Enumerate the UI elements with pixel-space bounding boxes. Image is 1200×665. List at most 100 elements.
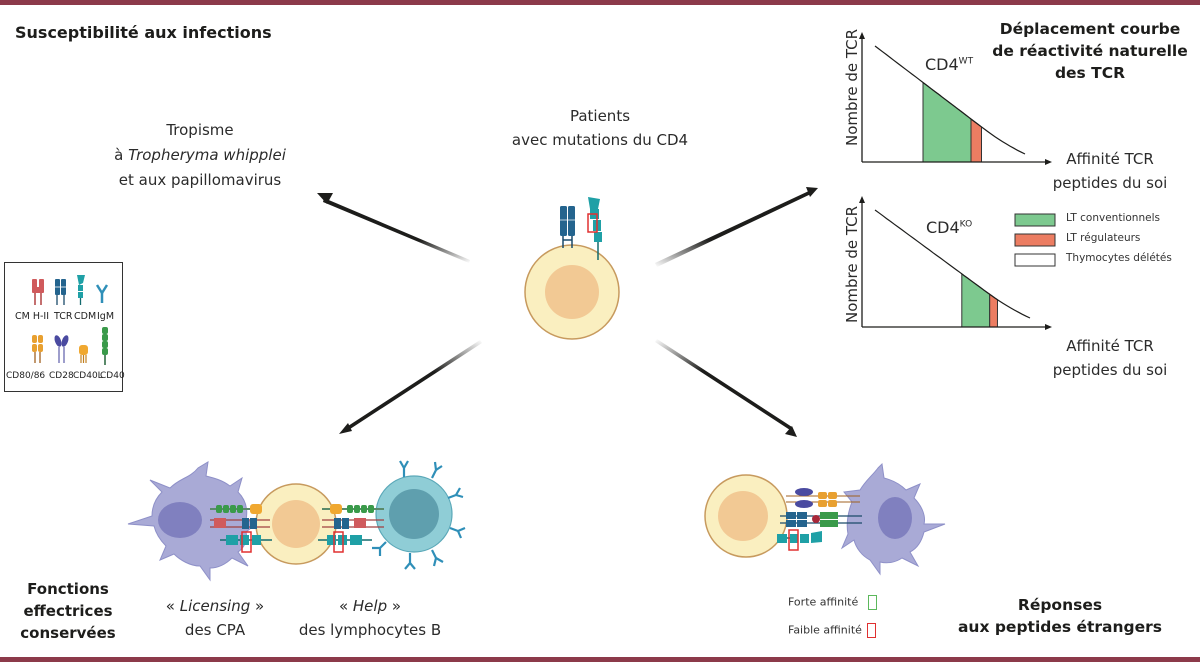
section-title-tcr-reactivity: Déplacement courbe de réactivité naturel… <box>985 18 1195 84</box>
chart-ko-ylabel: Nombre de TCR <box>843 205 861 323</box>
legend-label-cd40: CD40 <box>100 371 125 381</box>
chart-title-sup: WT <box>958 56 974 67</box>
red-box-icon <box>867 623 877 638</box>
tropism-line: à Tropheryma whipplei <box>100 143 300 168</box>
igm-receptors <box>372 460 466 570</box>
help-line: des lymphocytes B <box>298 621 442 639</box>
mutation-marker <box>241 531 252 553</box>
xlabel-line: Affinité TCR <box>1066 337 1154 355</box>
b-cell-right <box>372 460 466 570</box>
help-line: « Help » <box>285 594 455 618</box>
cd28-icon <box>54 335 69 363</box>
arrow-to-infections <box>317 193 470 263</box>
chart-ko-title: CD4KO <box>926 218 972 237</box>
chart-legend <box>1014 213 1056 267</box>
cd80-86-icon <box>32 335 43 363</box>
chart-region-conventional <box>961 272 991 328</box>
quote-close: » <box>250 597 265 615</box>
legend-label-cdm: CDM <box>74 311 97 322</box>
peptide-icon <box>812 515 820 523</box>
synapse-right <box>318 504 384 553</box>
chart-legend-label-conv: LT conventionnels <box>1066 212 1160 224</box>
chart-wt-title: CD4WT <box>925 55 973 74</box>
title-line: conservées <box>20 624 116 642</box>
bottom-border <box>0 657 1200 662</box>
tropism-prefix: à <box>114 146 129 164</box>
chart-region-regulatory <box>970 117 982 163</box>
legend-label-cd28: CD28 <box>49 371 74 381</box>
licensing-line: des CPA <box>184 621 246 639</box>
cd4-icon <box>77 275 85 305</box>
chart-title-text: CD4 <box>926 218 960 237</box>
chart-region-conventional <box>922 81 972 163</box>
legend-strong-label: Forte affinité <box>788 595 859 609</box>
igm-icon <box>95 284 109 303</box>
xlabel-line: Affinité TCR <box>1066 150 1154 168</box>
xlabel-line: peptides du soi <box>1052 361 1168 379</box>
quote-open: « <box>165 597 180 615</box>
licensing-line: « Licensing » <box>150 594 280 618</box>
dendritic-cell-right <box>840 462 946 576</box>
tropism-line: Tropisme <box>166 121 234 139</box>
section-title-infections: Susceptibilité aux infections <box>15 23 272 42</box>
chart-title-sup: KO <box>959 219 973 230</box>
legend-label-cd80: CD80/86 <box>6 371 46 381</box>
help-label: « Help » des lymphocytes B <box>285 594 455 642</box>
chart-wt-ylabel: Nombre de TCR <box>843 28 861 146</box>
tropism-line: et aux papillomavirus <box>118 171 282 189</box>
quote-close: » <box>387 597 402 615</box>
dendritic-cell-left <box>127 461 257 582</box>
cd4-icon <box>587 197 602 260</box>
legend-weak-affinity: Faible affinité <box>788 623 877 638</box>
green-box-icon <box>867 595 877 610</box>
chart-ko-xlabel: Affinité TCR peptides du soi <box>1045 334 1175 382</box>
synapse-left <box>210 504 272 553</box>
legend-label-cd40l: CD40L <box>73 371 103 381</box>
chart-legend-swatch <box>1014 253 1056 267</box>
title-line: aux peptides étrangers <box>957 618 1163 636</box>
center-label-line: Patients <box>569 107 631 125</box>
legend-strong-affinity: Forte affinité <box>788 595 877 610</box>
synapse-bottom-right <box>777 488 862 551</box>
chart-cd4-ko <box>859 196 1052 330</box>
licensing-word: Licensing <box>179 597 251 615</box>
quote-open: « <box>338 597 353 615</box>
legend-label-igm: IgM <box>97 311 115 322</box>
center-label: Patients avec mutations du CD4 <box>510 104 690 152</box>
tropism-species: Tropheryma whipplei <box>128 146 286 164</box>
chart-wt-xlabel: Affinité TCR peptides du soi <box>1045 147 1175 195</box>
chart-legend-swatch <box>1014 213 1056 227</box>
molecule-legend-icons <box>32 275 109 365</box>
cd40-icon <box>102 327 108 365</box>
t-cell-middle <box>255 483 337 565</box>
section-title-effector: Fonctions effectrices conservées <box>18 578 118 644</box>
mutation-marker <box>788 529 799 551</box>
mutation-marker <box>333 531 344 553</box>
chart-legend-label-reg: LT régulateurs <box>1066 232 1141 244</box>
chart-title-text: CD4 <box>925 55 959 74</box>
center-label-line: avec mutations du CD4 <box>511 131 689 149</box>
section-title-foreign-peptides: Réponses aux peptides étrangers <box>955 594 1165 638</box>
title-line: des TCR <box>1054 64 1126 82</box>
chart-region-regulatory <box>989 293 999 328</box>
title-line: Fonctions <box>27 580 109 598</box>
center-t-cell <box>524 197 620 340</box>
title-line: Déplacement courbe <box>999 20 1181 38</box>
arrow-to-tcr-reactivity <box>655 187 818 267</box>
tcr-icon <box>55 279 66 305</box>
t-cell-bottom-right <box>704 474 788 558</box>
chart-x-axis-arrow <box>1045 324 1052 330</box>
legend-weak-label: Faible affinité <box>788 623 862 637</box>
arrow-to-effector <box>339 340 482 434</box>
tcr-icon <box>560 206 575 248</box>
legend-label-tcr: TCR <box>54 311 73 322</box>
chart-legend-swatch <box>1014 233 1056 247</box>
licensing-label: « Licensing » des CPA <box>150 594 280 642</box>
title-line: de réactivité naturelle <box>992 42 1188 60</box>
top-border <box>0 0 1200 5</box>
chart-y-axis-arrow <box>859 196 865 203</box>
molecule-legend: CM H-II TCR CDM IgM CD80/86 CD28 CD40L C… <box>4 262 125 392</box>
xlabel-line: peptides du soi <box>1052 174 1168 192</box>
title-line: Réponses <box>1017 596 1103 614</box>
